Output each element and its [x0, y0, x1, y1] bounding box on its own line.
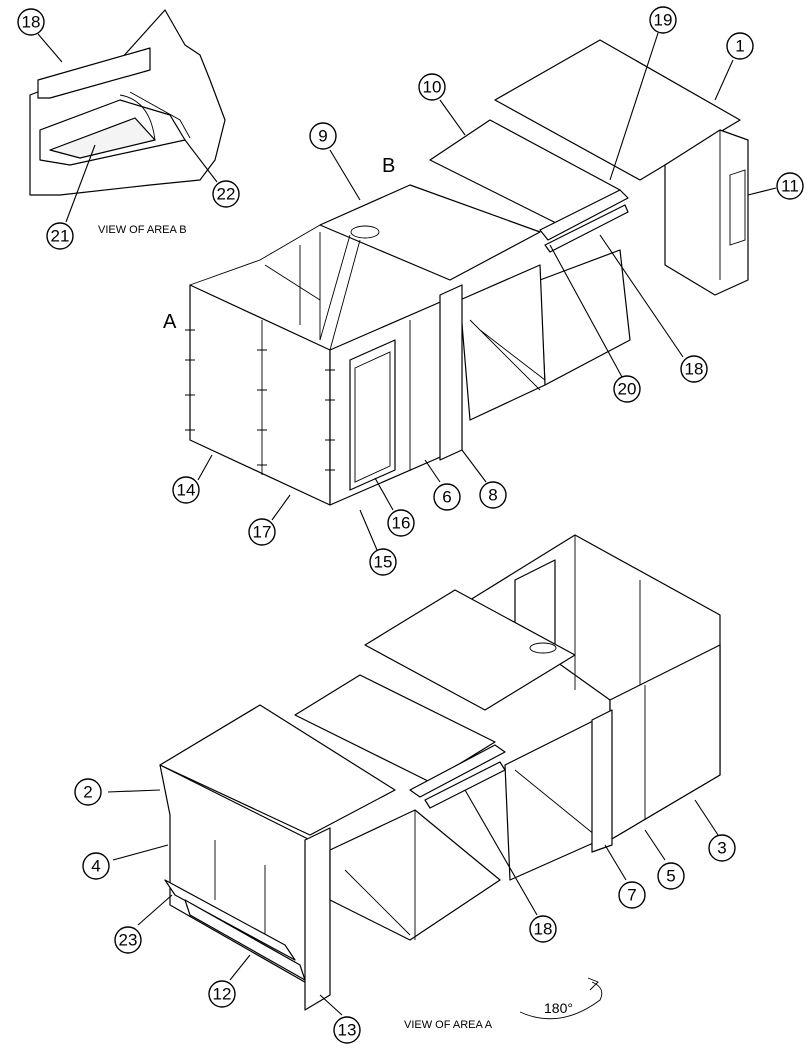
part-9-top-panel — [319, 184, 541, 281]
part-7-divider — [591, 709, 613, 853]
svg-text:21: 21 — [51, 227, 70, 246]
callout-4: 4 — [82, 852, 110, 880]
callout-19: 19 — [649, 6, 677, 34]
callout-16: 16 — [387, 509, 415, 537]
leader-lines — [37, 32, 777, 1016]
detail-view-area-b — [29, 9, 226, 196]
callout-9: 9 — [309, 122, 337, 150]
area-a-marker: A — [163, 311, 177, 333]
part-13-end-panel — [304, 827, 331, 1011]
svg-text:12: 12 — [213, 985, 232, 1004]
area-b-marker: B — [382, 155, 395, 177]
svg-text:3: 3 — [717, 839, 726, 858]
part-16-door — [349, 339, 396, 491]
part-23-rail — [164, 879, 296, 961]
callout-13: 13 — [333, 1016, 361, 1044]
callout-6: 6 — [433, 483, 461, 511]
callout-11: 11 — [776, 172, 804, 200]
callout-20: 20 — [613, 375, 641, 403]
part-4-side-panel — [159, 764, 311, 986]
svg-text:14: 14 — [177, 481, 196, 500]
svg-text:16: 16 — [392, 514, 411, 533]
callout-3: 3 — [708, 834, 736, 862]
svg-text:18: 18 — [22, 13, 41, 32]
callout-18: 18 — [17, 8, 45, 36]
svg-text:7: 7 — [627, 886, 636, 905]
svg-text:4: 4 — [91, 857, 100, 876]
part-1-top-panel — [494, 39, 741, 181]
svg-text:19: 19 — [654, 11, 673, 30]
callout-17: 17 — [248, 518, 276, 546]
svg-text:8: 8 — [488, 486, 497, 505]
callout-15: 15 — [369, 548, 397, 576]
part-14-end-panel — [189, 284, 331, 506]
svg-text:18: 18 — [534, 920, 553, 939]
svg-text:2: 2 — [83, 783, 92, 802]
svg-text:23: 23 — [119, 931, 138, 950]
callout-8: 8 — [479, 481, 507, 509]
caption-view-area-a: VIEW OF AREA A — [404, 1019, 493, 1031]
callout-10: 10 — [418, 73, 446, 101]
callout-21: 21 — [46, 222, 74, 250]
svg-text:18: 18 — [685, 360, 704, 379]
caption-view-area-b: VIEW OF AREA B — [98, 224, 187, 236]
svg-text:22: 22 — [217, 185, 236, 204]
svg-text:11: 11 — [781, 177, 799, 196]
svg-text:20: 20 — [618, 380, 637, 399]
svg-text:6: 6 — [442, 488, 451, 507]
svg-text:10: 10 — [423, 78, 442, 97]
svg-text:17: 17 — [253, 523, 272, 542]
callout-22: 22 — [212, 180, 240, 208]
svg-text:5: 5 — [666, 867, 675, 886]
rotation-label: 180° — [544, 1000, 573, 1016]
svg-text:9: 9 — [318, 127, 327, 146]
svg-text:1: 1 — [735, 37, 744, 56]
callout-23: 23 — [114, 926, 142, 954]
callout-7: 7 — [618, 881, 646, 909]
callout-18: 18 — [529, 915, 557, 943]
callout-12: 12 — [208, 980, 236, 1008]
svg-text:15: 15 — [374, 553, 393, 572]
callout-5: 5 — [657, 862, 685, 890]
lower-assembly — [159, 534, 721, 1011]
callout-18: 18 — [680, 355, 708, 383]
callout-2: 2 — [74, 778, 102, 806]
callout-1: 1 — [726, 32, 754, 60]
svg-text:13: 13 — [338, 1021, 357, 1040]
callout-14: 14 — [172, 476, 200, 504]
part-2-top-panel — [159, 704, 396, 836]
rotation-arrow: 180° — [519, 977, 603, 1020]
upper-assembly — [185, 39, 749, 506]
